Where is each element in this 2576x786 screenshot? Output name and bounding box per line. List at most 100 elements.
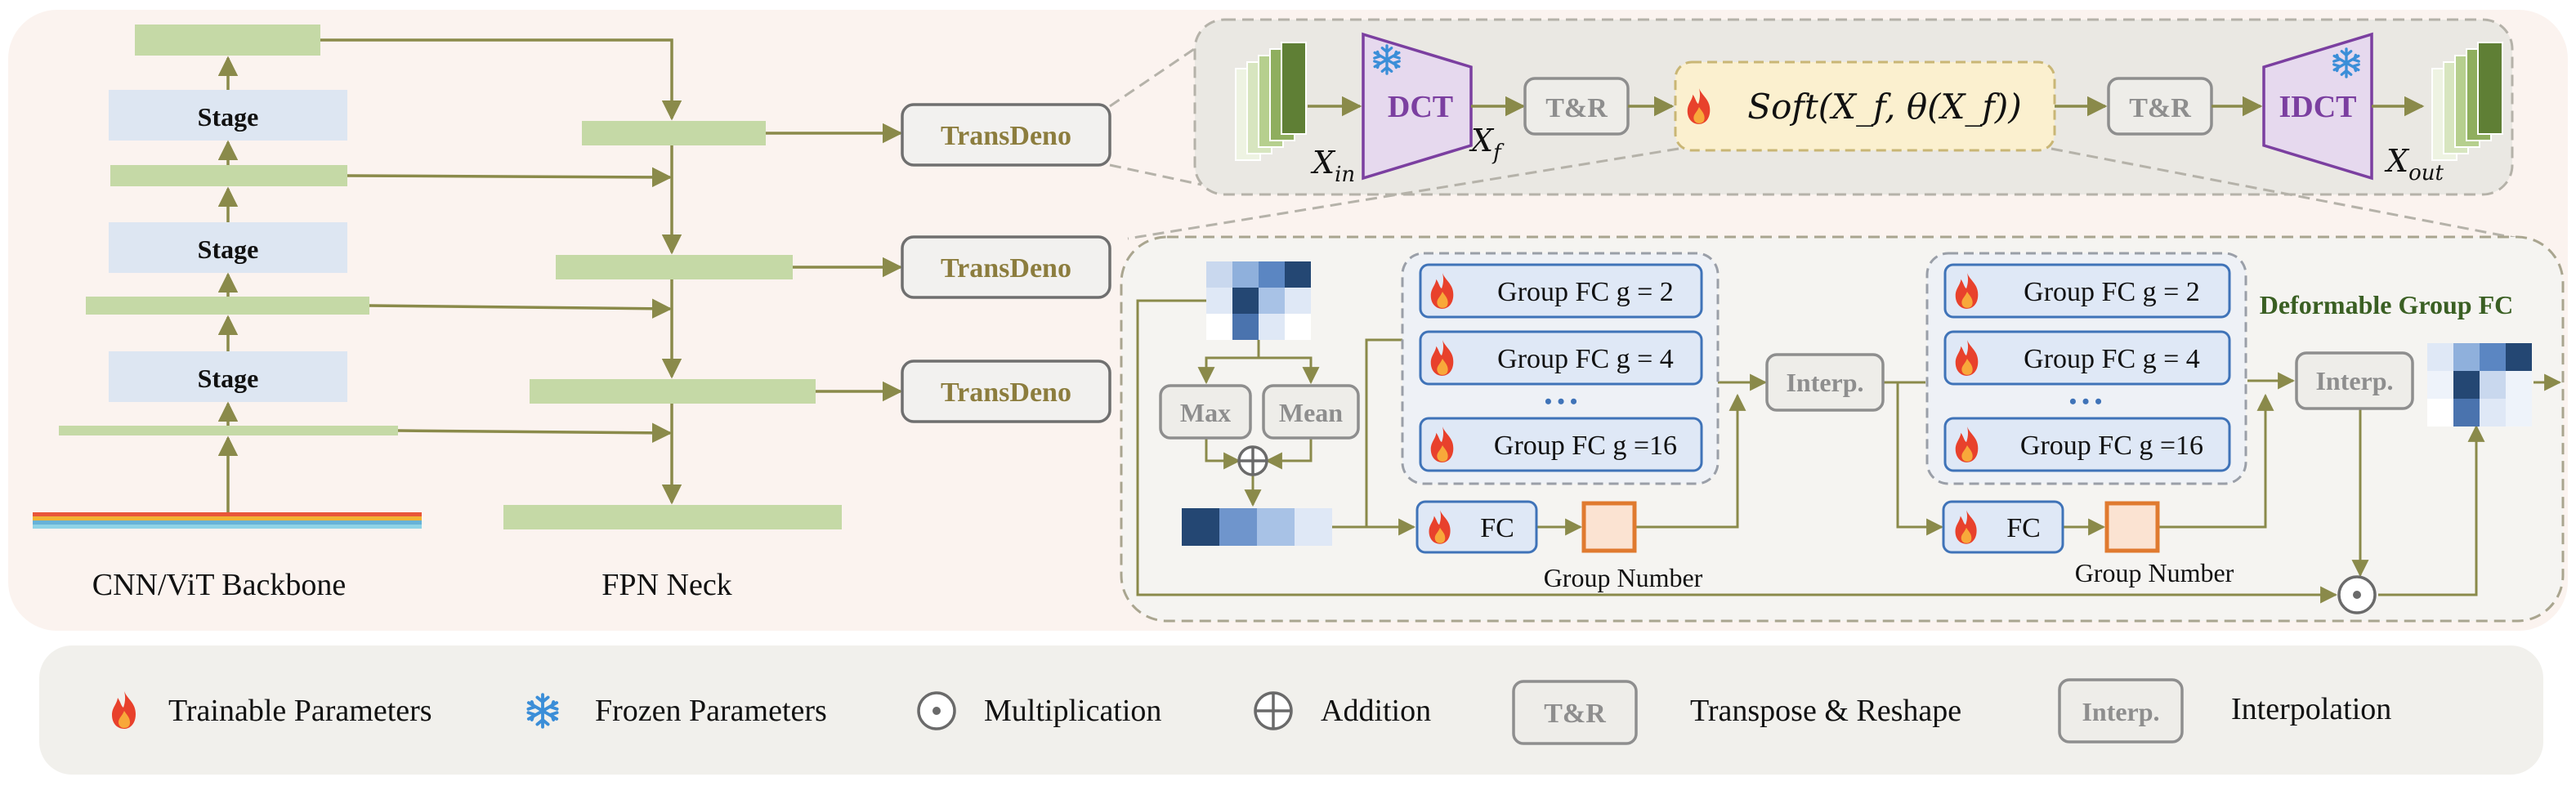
zoom-connector — [1109, 42, 1202, 108]
zoom-connector — [2051, 147, 2520, 240]
flow-line — [1896, 382, 1944, 536]
group-fc-label: Group FC g = 2 — [2024, 277, 2200, 307]
group-number-box — [1581, 501, 1637, 553]
backbone-feature-bar — [110, 165, 347, 186]
pooled-vector — [1182, 508, 1332, 546]
transdeno-block — [901, 360, 1111, 423]
backbone: Stage Stage Stage CNN/ViT Backbone — [33, 25, 422, 602]
stage-box — [109, 90, 347, 141]
idct-label: IDCT — [2279, 90, 2356, 124]
group-fc-box — [1943, 417, 2231, 472]
legend-interp-box — [2058, 678, 2184, 744]
deformable-group-fc: Deformable Group FC Max Mean — [1120, 235, 2565, 623]
skip-line — [1136, 299, 2338, 604]
output-feature-stack — [2431, 42, 2503, 161]
flow-line — [2159, 393, 2274, 529]
dct-label: DCT — [1388, 90, 1453, 124]
interp-label: Interp. — [1786, 368, 1863, 397]
neck-feature-bar — [530, 379, 816, 404]
stage-label: Stage — [198, 364, 259, 393]
stage-box — [109, 222, 347, 273]
backbone-input-stripe — [33, 520, 422, 525]
group-fc-box — [1419, 417, 1703, 472]
legend-trainable: Trainable Parameters — [168, 694, 432, 728]
fpn-neck: FPN Neck — [320, 38, 903, 602]
interp-label: Interp. — [2315, 366, 2393, 395]
neck-feature-bar — [582, 121, 766, 145]
flow-line — [2378, 424, 2485, 596]
flow-line — [1636, 393, 1746, 529]
backbone-feature-bar — [135, 25, 320, 56]
flow-line — [1332, 338, 1402, 529]
group-fc-label: Group FC g =16 — [2020, 431, 2203, 461]
input-feature-stack — [1235, 42, 1307, 161]
transdeno-block — [901, 103, 1111, 167]
mean-pool-box — [1262, 384, 1360, 440]
zoom-connector — [1109, 163, 1202, 186]
legend-addition: Addition — [1321, 694, 1431, 728]
flow-line — [1259, 356, 1320, 385]
backbone-input-stripe — [33, 516, 422, 520]
legend-multiplication: Multiplication — [984, 694, 1161, 728]
ellipsis: • • • — [1545, 390, 1577, 413]
legend-interp-desc: Interpolation — [2231, 692, 2391, 726]
lateral-arrow — [397, 422, 673, 444]
fc-label: FC — [1480, 513, 1514, 543]
lateral-arrow — [369, 298, 673, 319]
neck-caption: FPN Neck — [602, 568, 731, 602]
stage-label: Stage — [198, 102, 259, 132]
x-in-label: Xin — [1310, 145, 1355, 187]
zoom-connector — [1127, 147, 1679, 240]
backbone-input-stripe — [33, 512, 422, 516]
interp-box — [1765, 353, 1885, 412]
interp-box — [2295, 351, 2414, 410]
dgfc-title: Deformable Group FC — [2260, 290, 2513, 319]
neck-feature-bar — [503, 505, 842, 529]
backbone-input-stripe — [33, 525, 422, 529]
group-fc-box — [1419, 330, 1703, 386]
ellipsis: • • • — [2069, 390, 2102, 413]
flow-line — [1205, 438, 1241, 470]
lateral-arrow — [347, 167, 673, 188]
fc-label: FC — [2006, 513, 2041, 543]
transdeno-label: TransDeno — [941, 253, 1071, 284]
legend-tr-label: T&R — [1544, 699, 1606, 729]
soft-threshold-label: Soft(X_f, θ(X_f)) — [1747, 87, 2021, 127]
group-fc-box — [1943, 330, 2231, 386]
transdeno-block — [901, 235, 1111, 299]
transdeno-pipeline: Xin DCT Xf T&R Soft(X_f, θ(X_f)) T&R IDC… — [1127, 18, 2520, 240]
legend-interp-label: Interp. — [2082, 697, 2159, 726]
legend-tr-box — [1512, 680, 1638, 745]
flow-line — [1264, 438, 1313, 470]
neck-feature-bar — [556, 255, 793, 279]
stage-box — [109, 351, 347, 402]
circle-plus-icon — [1254, 691, 1293, 730]
legend: Trainable Parameters Frozen Parameters M… — [112, 678, 2391, 745]
x-out-label: Xout — [2384, 143, 2444, 185]
stage-label: Stage — [198, 234, 259, 264]
group-fc-box — [1943, 263, 2231, 319]
transdeno-blocks: TransDeno TransDeno TransDeno — [901, 42, 1202, 423]
group-fc-label: Group FC g = 4 — [2024, 344, 2200, 374]
circle-dot-icon — [2337, 575, 2377, 614]
group-fc-box — [1419, 263, 1703, 319]
mean-pool-label: Mean — [1279, 398, 1343, 427]
tr-label: T&R — [2129, 93, 2191, 123]
output-heatmap — [2427, 343, 2532, 426]
transdeno-label: TransDeno — [941, 121, 1071, 151]
legend-frozen: Frozen Parameters — [595, 694, 827, 728]
max-pool-label: Max — [1180, 398, 1231, 427]
group-number-box — [2104, 501, 2160, 553]
backbone-feature-bar — [59, 426, 398, 435]
flow-line — [1197, 340, 1260, 385]
group-fc-label: Group FC g =16 — [1494, 431, 1677, 461]
transdeno-label: TransDeno — [941, 377, 1071, 408]
backbone-feature-bar — [86, 297, 369, 315]
lateral-arrow — [320, 38, 682, 121]
group-number-label: Group Number — [1544, 563, 1703, 592]
circle-plus-icon — [1237, 445, 1268, 476]
backbone-caption: CNN/ViT Backbone — [92, 568, 346, 602]
group-number-label: Group Number — [2075, 558, 2234, 587]
group-fc-label: Group FC g = 2 — [1497, 277, 1674, 307]
idct-block — [2262, 32, 2373, 181]
